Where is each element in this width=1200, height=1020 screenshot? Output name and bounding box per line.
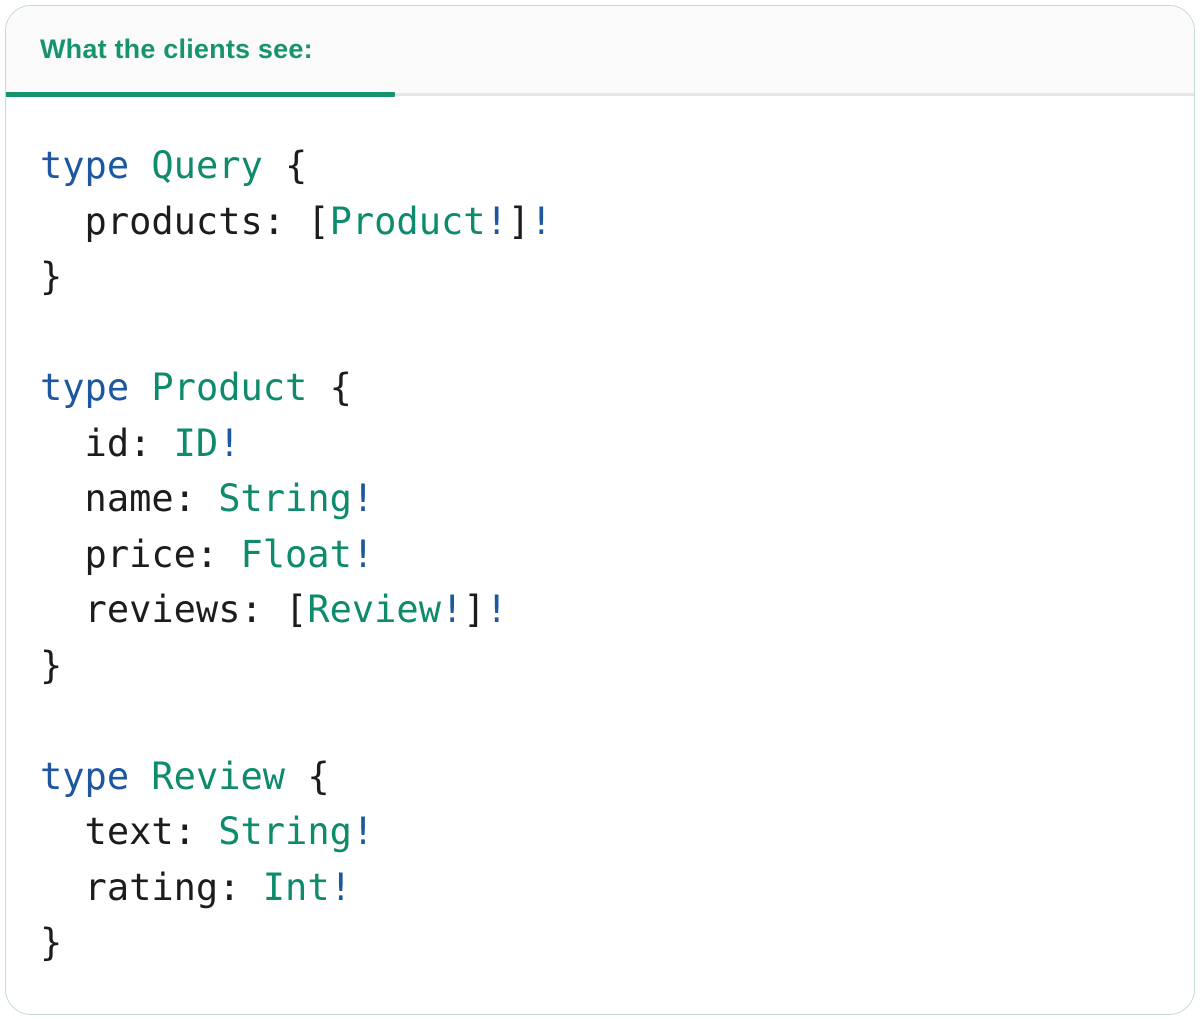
code-token-pl: text:: [40, 810, 219, 853]
code-token-pl: [129, 755, 151, 798]
code-token-ty: Query: [151, 144, 263, 187]
code-line: type Query {: [40, 138, 1164, 194]
code-token-ty: Product: [329, 199, 486, 243]
code-token-pl: ]: [507, 199, 531, 243]
code-line: rating: Int!: [40, 860, 1164, 916]
code-token-pl: }: [40, 643, 63, 687]
code-token-pl: }: [40, 255, 63, 298]
code-token-ty: String: [218, 477, 352, 520]
code-token-ty: Review: [307, 588, 441, 631]
code-token-pl: [129, 366, 151, 409]
code-line: products: [Product!]!: [40, 194, 1164, 250]
code-token-pl: {: [262, 144, 308, 187]
code-token-pl: name:: [40, 477, 219, 520]
code-line: type Review {: [40, 749, 1164, 805]
code-token-bang: !: [530, 199, 553, 243]
graphql-schema-code: type Query { products: [Product!]!} type…: [6, 96, 1194, 1001]
code-token-pl: rating:: [40, 865, 263, 909]
code-token-pl: price:: [40, 532, 241, 576]
code-token-pl: [129, 144, 151, 187]
active-tab-underline: [6, 92, 395, 97]
code-line: [40, 305, 1164, 361]
code-token-ty: Float: [240, 532, 352, 576]
code-token-pl: }: [40, 921, 63, 964]
schema-card: What the clients see: type Query { produ…: [5, 5, 1195, 1015]
code-token-kw: type: [40, 366, 130, 409]
code-token-bang: !: [351, 532, 375, 576]
code-line: }: [40, 638, 1164, 694]
code-token-pl: products: [: [40, 199, 330, 243]
code-token-bang: !: [218, 421, 241, 465]
code-token-ty: ID: [173, 421, 219, 465]
code-token-bang: !: [485, 199, 508, 243]
code-token-pl: id:: [40, 421, 174, 465]
code-token-pl: reviews: [: [40, 588, 308, 631]
code-token-ty: Int: [262, 865, 330, 909]
code-line: [40, 693, 1164, 749]
code-token-bang: !: [440, 588, 464, 631]
code-token-pl: ]: [463, 588, 486, 631]
code-token-pl: {: [307, 366, 352, 409]
code-line: type Product {: [40, 360, 1164, 416]
code-line: id: ID!: [40, 416, 1164, 472]
code-line: }: [40, 249, 1164, 305]
code-token-bang: !: [329, 865, 352, 909]
code-line: reviews: [Review!]!: [40, 582, 1164, 638]
code-token-ty: Product: [151, 366, 308, 409]
tab-what-clients-see[interactable]: What the clients see:: [40, 34, 313, 65]
code-token-bang: !: [351, 477, 375, 520]
tab-label: What the clients see:: [40, 34, 313, 64]
code-token-kw: type: [40, 754, 130, 798]
code-line: }: [40, 915, 1164, 971]
code-token-kw: type: [40, 144, 130, 187]
code-token-bang: !: [485, 588, 508, 631]
code-line: name: String!: [40, 471, 1164, 527]
code-token-ty: Review: [151, 754, 286, 798]
code-token-ty: String: [218, 810, 352, 853]
code-line: price: Float!: [40, 527, 1164, 583]
code-token-bang: !: [351, 810, 375, 853]
code-token-pl: {: [285, 754, 330, 798]
code-line: text: String!: [40, 804, 1164, 860]
tabs-bar: What the clients see:: [6, 6, 1194, 97]
